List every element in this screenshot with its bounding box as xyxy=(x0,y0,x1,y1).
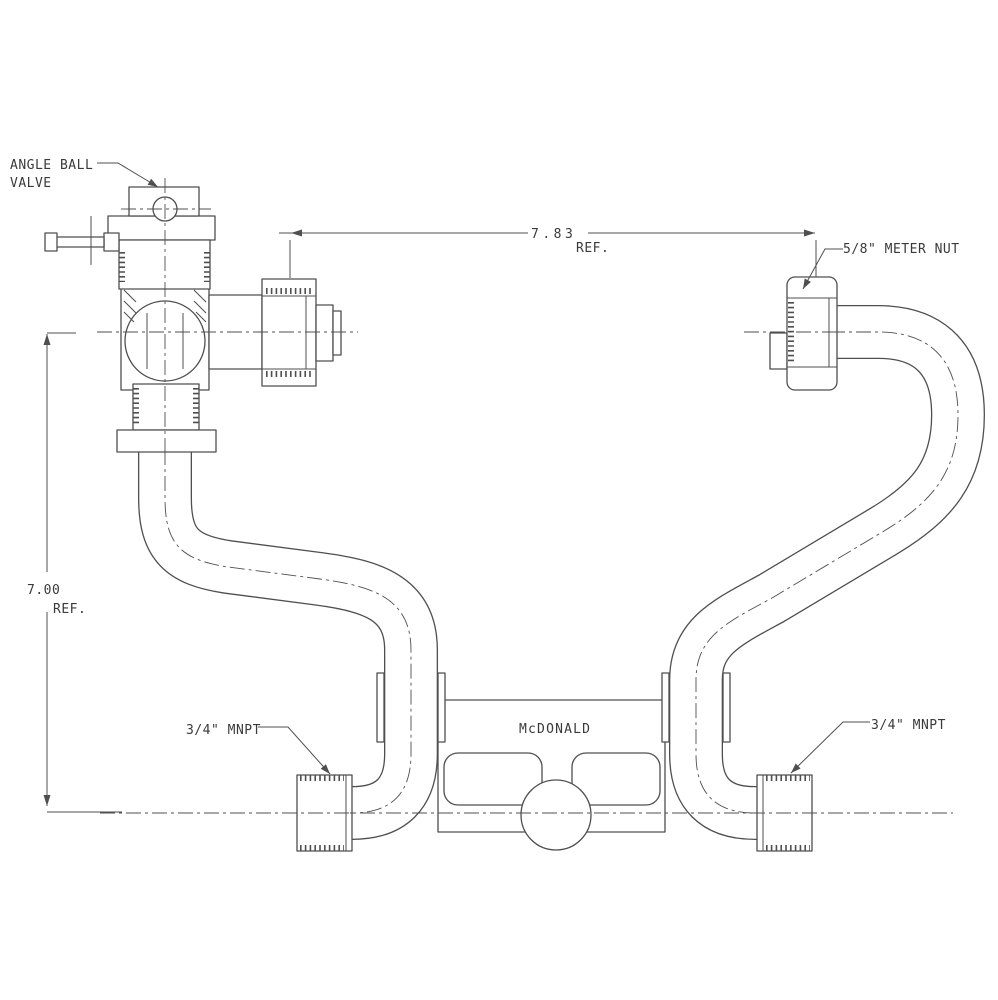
valve-label-line1: ANGLE BALL xyxy=(10,158,93,173)
label-meter-nut: 5/8" METER NUT xyxy=(802,242,960,290)
yoke-clamp-tab xyxy=(722,672,731,743)
yoke-bar xyxy=(376,672,731,851)
valve-stem-boss xyxy=(103,232,120,252)
left-port-label: 3/4" MNPT xyxy=(186,723,261,738)
label-angle-ball-valve: ANGLE BALL VALVE xyxy=(10,158,159,191)
meter-nut-label: 5/8" METER NUT xyxy=(843,242,960,257)
valve-stem xyxy=(51,236,105,248)
yoke-window-left xyxy=(443,752,543,806)
label-mnpt-left: 3/4" MNPT xyxy=(186,723,331,775)
yoke-window-right xyxy=(571,752,661,806)
yoke-clamp-tab xyxy=(661,672,670,743)
angle-ball-valve-part xyxy=(44,186,342,453)
width-dimension-value: 7.83 xyxy=(531,227,576,242)
height-dimension-value: 7.00 xyxy=(27,583,60,598)
valve-spud xyxy=(315,304,334,362)
label-brand: McDONALD xyxy=(519,722,591,737)
yoke-center-boss xyxy=(520,779,592,851)
centerlines xyxy=(97,178,959,814)
inlet-pipe xyxy=(138,450,438,840)
outlet-pipe xyxy=(669,305,985,840)
width-dimension-ref: REF. xyxy=(576,241,609,256)
label-dimension-height: 7.00 REF. xyxy=(27,583,86,617)
dimension-width xyxy=(279,229,817,278)
meter-nut-part xyxy=(769,276,838,391)
label-dimension-width: 7.83 REF. xyxy=(531,227,609,256)
valve-union-nut xyxy=(261,278,317,387)
valve-label-line2: VALVE xyxy=(10,176,52,191)
yoke-clamp-tab xyxy=(376,672,385,743)
height-dimension-ref: REF. xyxy=(53,602,86,617)
meter-spud-stub xyxy=(769,332,788,370)
brand-label: McDONALD xyxy=(519,722,591,737)
right-port-label: 3/4" MNPT xyxy=(871,718,946,733)
valve-bottom-adapter xyxy=(132,383,200,431)
dimension-height xyxy=(43,332,122,813)
label-mnpt-right: 3/4" MNPT xyxy=(790,718,946,774)
yoke-clamp-tab xyxy=(437,672,446,743)
